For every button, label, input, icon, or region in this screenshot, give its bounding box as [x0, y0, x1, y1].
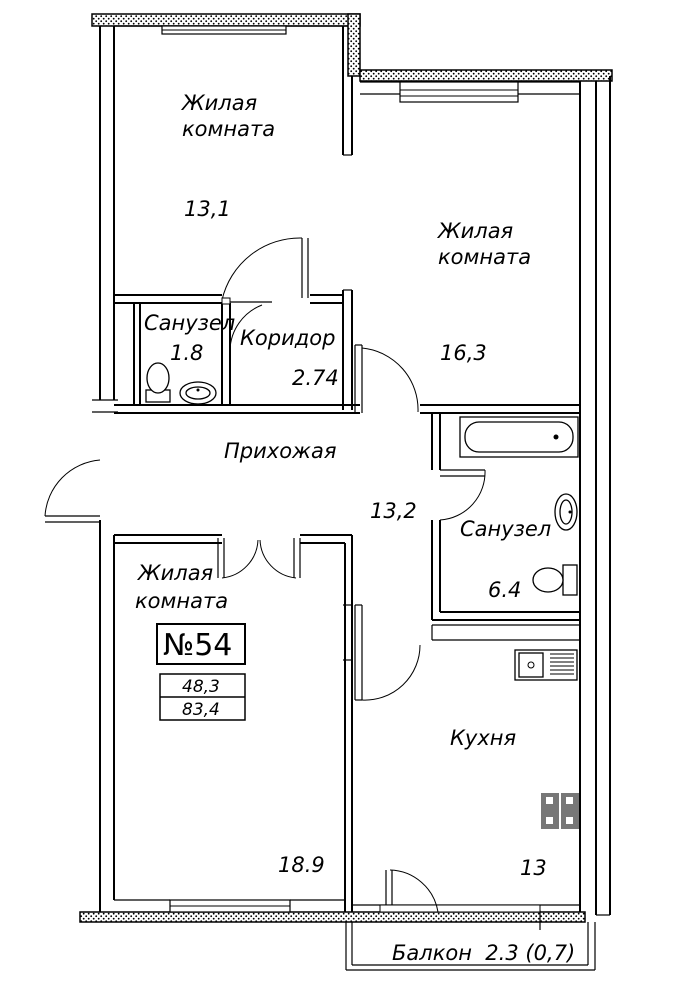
toilet-large-icon: [532, 564, 578, 596]
room-name-bathroom-small: Санузел: [144, 311, 235, 335]
room-name-living-top-right-line1: Жилая: [436, 219, 513, 243]
sink-small-icon: [179, 381, 217, 405]
stove-icon: [541, 793, 579, 829]
room-area-living-top-right: 16,3: [440, 341, 487, 365]
apartment-living-area: 48,3: [182, 677, 220, 697]
sink-large-icon: [554, 493, 578, 531]
balcony-label: Балкон 2.3 (0,7): [392, 941, 575, 965]
walls: [92, 25, 611, 971]
room-area-kitchen: 13: [520, 856, 547, 880]
room-name-kitchen: Кухня: [450, 726, 516, 750]
room-area-corridor: 2.74: [292, 366, 339, 390]
toilet-small-icon: [145, 362, 171, 403]
kitchen-sink-icon: [514, 649, 578, 681]
bathtub-icon: [459, 416, 579, 458]
room-area-hallway: 13,2: [370, 499, 417, 523]
room-name-living-bottom-left-line1: Жилая: [136, 561, 213, 585]
room-name-living-top-left-line2: комната: [182, 117, 275, 141]
room-name-living-top-right-line2: комната: [438, 245, 531, 269]
exterior-walls: [79, 13, 613, 923]
room-name-corridor: Коридор: [240, 326, 335, 350]
windows: [161, 25, 541, 913]
room-name-hallway: Прихожая: [224, 439, 336, 463]
room-name-living-top-left-line1: Жилая: [180, 91, 257, 115]
room-area-bathroom-small: 1.8: [170, 341, 203, 365]
apartment-total-area: 83,4: [182, 700, 220, 720]
doors: [44, 237, 486, 913]
apartment-number-box: №54: [156, 623, 246, 665]
room-name-living-bottom-left-line2: комната: [135, 589, 228, 613]
room-area-living-bottom-left: 18.9: [278, 853, 325, 877]
apartment-area-box: 48,3 83,4: [159, 673, 246, 721]
room-area-bathroom-large: 6.4: [488, 578, 521, 602]
room-area-living-top-left: 13,1: [184, 197, 231, 221]
room-name-bathroom-large: Санузел: [460, 517, 551, 541]
apartment-number: №54: [163, 628, 232, 663]
